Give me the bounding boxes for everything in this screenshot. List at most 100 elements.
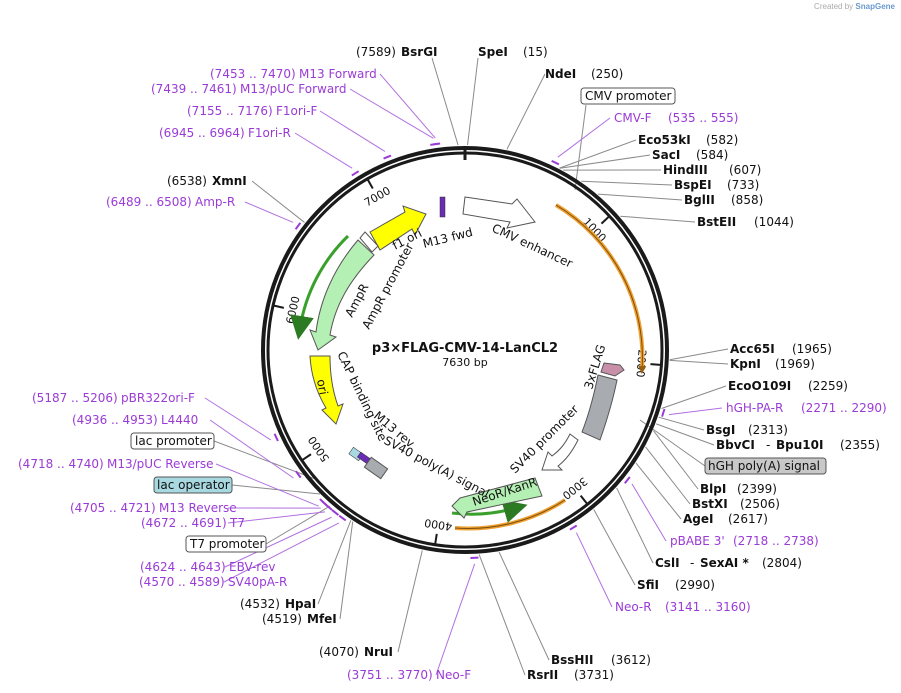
site-bsshii[interactable]: BssHII(3612) <box>551 653 651 667</box>
site-leader-22 <box>339 521 354 620</box>
primer-f1ori-r[interactable]: (6945 .. 6964)F1ori-R <box>159 126 291 140</box>
tick-1000 <box>600 216 610 225</box>
primer-t7[interactable]: (4672 .. 4691)T7 <box>141 516 245 530</box>
site-bstxi-name: BstXI <box>692 497 728 511</box>
site-ndei[interactable]: NdeI(250) <box>545 67 623 81</box>
site-bsgi[interactable]: BsgI(2313) <box>706 423 788 437</box>
primer-pbabe3-name: pBABE 3' <box>670 534 725 548</box>
site-rsrii[interactable]: RsrII(3731) <box>527 668 614 682</box>
primer-leader-9 <box>435 563 476 676</box>
boxed-feature-labels: CMV promoter hGH poly(A) signal lac prom… <box>130 87 827 553</box>
primer-pbabe3[interactable]: pBABE 3'(2718 .. 2738) <box>670 534 819 548</box>
site-bbvci-pos: (2355) <box>840 438 880 452</box>
site-sfii-name: SfiI <box>637 578 659 592</box>
lac-promoter-box <box>130 432 215 450</box>
site-bspei-name: BspEI <box>674 178 712 192</box>
site-agei-name: AgeI <box>683 512 713 526</box>
site-hindiii-name: HindIII <box>663 163 708 177</box>
primer-m13puc-reverse[interactable]: (4718 .. 4740)M13/pUC Reverse <box>18 457 214 471</box>
ori-arrow <box>309 355 344 425</box>
primer-neo-f[interactable]: (3751 .. 3770)Neo-F <box>347 668 471 682</box>
site-bsrgi[interactable]: (7589)BsrGI <box>356 45 438 59</box>
primer-sv40pa-r[interactable]: (4570 .. 4589)SV40pA-R <box>139 575 287 589</box>
site-leader-21 <box>397 550 423 653</box>
primer-m13-reverse[interactable]: (4705 .. 4721)M13 Reverse <box>70 501 237 515</box>
primer-amp-r-name: Amp-R <box>195 195 235 209</box>
primer-amp-r-range: (6489 .. 6508) <box>106 195 192 209</box>
site-eco53ki[interactable]: Eco53kI(582) <box>638 133 738 147</box>
site-mfei[interactable]: (4519)MfeI <box>262 612 337 626</box>
site-hindiii[interactable]: HindIII(607) <box>663 163 761 177</box>
site-agei[interactable]: AgeI(2617) <box>683 512 768 526</box>
site-blpi[interactable]: BlpI (2399) <box>700 482 777 496</box>
ampr-promoter-arrow <box>359 231 379 253</box>
primer-pbr322ori-f-name: pBR322ori-F <box>121 391 195 405</box>
sv40-polya-block <box>363 456 389 480</box>
primer-hgh-pa-r[interactable]: hGH-PA-R(2271 .. 2290) <box>726 401 887 415</box>
feature-lac-operator[interactable]: lac operator <box>153 476 233 494</box>
primer-leader-10 <box>204 397 272 441</box>
primer-m13-forward[interactable]: (7453 .. 7470)M13 Forward <box>210 67 377 81</box>
primer-ebv-rev-name: EBV-rev <box>229 560 275 574</box>
tick-3000 <box>579 495 588 505</box>
snapgene-credit: Created by SnapGene <box>814 2 895 11</box>
primer-neo-r[interactable]: Neo-R(3141 .. 3160) <box>615 600 751 614</box>
site-bsgi-name: BsgI <box>706 423 735 437</box>
tick-label-6000: 6000 <box>284 295 303 325</box>
site-kpni[interactable]: KpnI(1969) <box>730 357 815 371</box>
site-saci-pos: (584) <box>696 148 728 162</box>
primer-ebv-rev[interactable]: (4624 .. 4643)EBV-rev <box>140 560 275 574</box>
site-xmni[interactable]: (6538)XmnI <box>167 174 247 188</box>
site-leader-17 <box>616 487 654 564</box>
feature-leader-0 <box>574 104 587 191</box>
primer-leader-5 <box>557 117 611 158</box>
site-sfii[interactable]: SfiI(2990) <box>637 578 715 592</box>
site-leader-24 <box>251 180 305 223</box>
primer-neo-f-range: (3751 .. 3770) <box>347 668 433 682</box>
site-ecoo109i-name: EcoO109I <box>728 379 791 393</box>
site-saci[interactable]: SacI(584) <box>652 148 728 162</box>
primer-m13puc-forward[interactable]: (7439 .. 7461)M13/pUC Forward <box>151 82 347 96</box>
site-bspei[interactable]: BspEI(733) <box>674 178 759 192</box>
site-ecoo109i[interactable]: EcoO109I(2259) <box>728 379 848 393</box>
site-leader-7 <box>598 193 683 201</box>
site-kpni-pos: (1969) <box>775 357 815 371</box>
site-nrui[interactable]: (4070)NruI <box>319 645 393 659</box>
site-leader-0 <box>431 57 459 146</box>
site-bstxi[interactable]: BstXI (2506) <box>692 497 780 511</box>
primer-mark-10 <box>273 433 279 442</box>
primer-cmv-f[interactable]: CMV-F(535 .. 555) <box>614 111 738 125</box>
site-bbvci-bpu10i[interactable]: BbvCI-Bpu10I(2355) <box>716 438 880 452</box>
site-xmni-pos: (6538) <box>167 174 207 188</box>
site-csli-sexai[interactable]: CslI-SexAI *(2804) <box>655 556 802 570</box>
feature-lac-promoter[interactable]: lac promoter <box>130 432 215 450</box>
hgh-polya-label: hGH poly(A) signal <box>708 459 820 473</box>
site-acc65i-name: Acc65I <box>730 342 775 356</box>
tick-label-5000: 5000 <box>306 434 332 464</box>
site-blpi-pos: (2399) <box>737 482 777 496</box>
primer-amp-r[interactable]: (6489 .. 6508)Amp-R <box>106 195 235 209</box>
primer-l4440[interactable]: (4936 .. 4953)L4440 <box>72 413 198 427</box>
site-bsrgi-name: BsrGI <box>401 45 438 59</box>
site-hpai[interactable]: (4532)HpaI <box>240 597 316 611</box>
primer-mark-4 <box>294 222 302 230</box>
primer-pbr322ori-f[interactable]: (5187 .. 5206)pBR322ori-F <box>32 391 195 405</box>
primer-f1ori-f[interactable]: (7155 .. 7176)F1ori-F <box>187 104 317 118</box>
feature-t7-promoter[interactable]: T7 promoter <box>185 535 267 553</box>
site-acc65i[interactable]: Acc65I(1965) <box>730 342 832 356</box>
cmv-enhancer-arrow <box>462 196 536 229</box>
site-bstxi-pos: (2506) <box>740 497 780 511</box>
feature-cmv-promoter[interactable]: CMV promoter <box>580 87 676 105</box>
site-mfei-pos: (4519) <box>262 612 302 626</box>
site-blpi-name: BlpI <box>700 482 726 496</box>
site-leader-19 <box>498 551 550 661</box>
site-bglii[interactable]: BglII(858) <box>684 193 763 207</box>
site-spei[interactable]: SpeI(15) <box>478 45 548 59</box>
feature-hgh-polya[interactable]: hGH poly(A) signal <box>704 457 827 475</box>
primer-pbr322ori-f-range: (5187 .. 5206) <box>32 391 118 405</box>
primer-cmv-f-name: CMV-F <box>614 111 652 125</box>
site-leader-9 <box>669 348 729 361</box>
primer-mark-2 <box>383 154 392 160</box>
primer-leader-15 <box>224 516 332 568</box>
site-bsteii[interactable]: BstEII(1044) <box>697 215 794 229</box>
